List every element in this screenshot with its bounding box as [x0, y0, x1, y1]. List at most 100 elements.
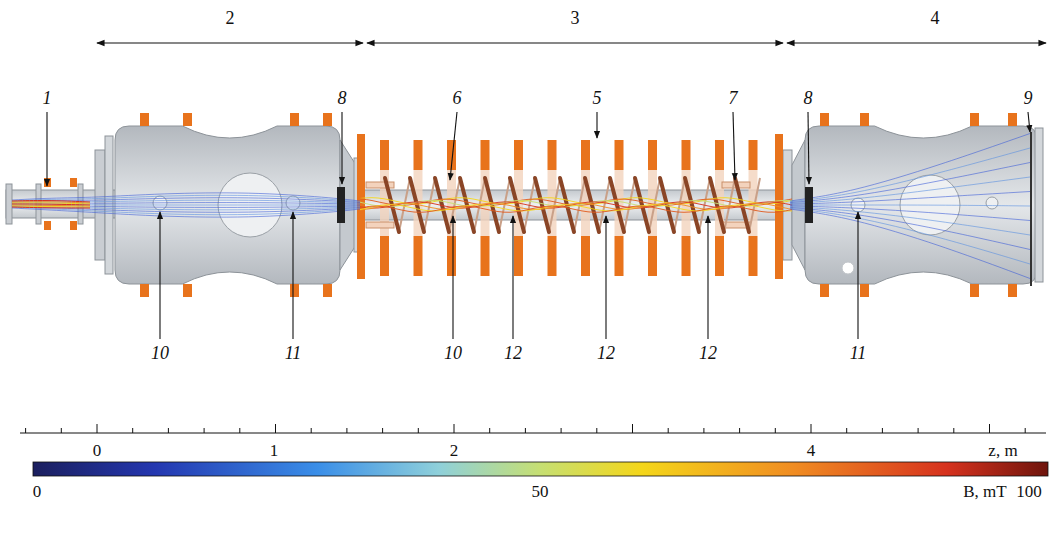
solenoid-coil	[548, 140, 557, 170]
axis-tick	[489, 428, 490, 433]
coil-plate	[366, 182, 394, 188]
axis-tick-label: 1	[270, 441, 279, 461]
axis-tick	[239, 428, 240, 433]
solenoid-coil	[715, 140, 724, 170]
helix-back	[599, 178, 610, 232]
z-axis	[20, 433, 1046, 434]
helix-turn	[685, 178, 699, 232]
solenoid-coil	[682, 236, 691, 276]
beam-line	[790, 206, 1030, 221]
leader-line	[46, 112, 47, 186]
beam-core	[12, 207, 90, 208]
axis-tick	[989, 424, 990, 433]
leader-line	[1028, 112, 1030, 132]
leader-line	[808, 112, 809, 184]
callout-number: 6	[453, 88, 462, 108]
beam-core	[12, 206, 90, 207]
chamber-coil	[970, 284, 979, 297]
beam-line	[790, 209, 1030, 279]
axis-tick	[561, 428, 562, 433]
axis-tick	[61, 428, 62, 433]
solenoid-coil	[749, 236, 758, 276]
axis-tick	[918, 428, 919, 433]
solenoid-coil	[615, 236, 624, 276]
solenoid-coil	[715, 236, 724, 276]
chamber-coil	[860, 113, 869, 126]
leader-line	[341, 112, 342, 184]
axis-tick	[275, 424, 276, 433]
chamber-coil	[970, 113, 979, 126]
solenoid-coil	[447, 236, 456, 276]
solenoid-coil	[380, 236, 389, 276]
beam-core	[12, 201, 90, 202]
axis-tick	[811, 424, 812, 433]
axis-tick	[132, 428, 133, 433]
callout-number: 7	[729, 88, 738, 108]
solenoid-coil	[749, 140, 758, 170]
chamber-coil	[290, 284, 299, 297]
chamber-coil	[290, 113, 299, 126]
callout-number: 10	[444, 343, 462, 363]
flange	[6, 184, 12, 224]
source-coil	[44, 221, 51, 230]
colorbar	[33, 462, 1048, 476]
flange	[1035, 128, 1043, 282]
chamber-coil	[323, 284, 332, 297]
helix-turn	[510, 178, 524, 232]
leader-line	[707, 216, 708, 339]
chamber-coil	[820, 284, 829, 297]
axis-tick	[311, 428, 312, 433]
chamber-coil	[183, 284, 192, 297]
leader-line	[292, 212, 293, 339]
axis-tick	[97, 424, 98, 433]
axis-tick	[25, 428, 26, 433]
port	[842, 262, 854, 274]
axis-tick	[846, 428, 847, 433]
chamber-coil	[1008, 284, 1017, 297]
chamber-coil	[860, 284, 869, 297]
solenoid-coil	[682, 140, 691, 170]
colorbar-label: 100	[1016, 482, 1042, 502]
callout-number: 8	[804, 88, 813, 108]
beam-line	[12, 195, 360, 202]
callout-number: 9	[1024, 88, 1033, 108]
beam-line	[12, 200, 360, 203]
leader-line	[857, 212, 858, 339]
callout-number: 11	[850, 343, 867, 363]
axis-tick-label: 2	[450, 441, 459, 461]
axis-tick	[632, 424, 633, 433]
solenoid-coil	[581, 236, 590, 276]
collector-screen	[1030, 132, 1032, 286]
chamber-coil	[183, 113, 192, 126]
beam-line	[12, 205, 360, 208]
beam-line	[12, 198, 360, 203]
section-number: 4	[931, 8, 940, 28]
solenoid-coil	[615, 140, 624, 170]
beam-line	[12, 208, 360, 217]
colorbar-title: B, mT	[963, 482, 1006, 502]
axis-tick	[668, 428, 669, 433]
leader-line	[605, 216, 606, 339]
solenoid-coil	[414, 236, 423, 276]
beam-core	[12, 202, 90, 203]
callout-number: 12	[699, 343, 717, 363]
beam-core	[12, 204, 90, 205]
solenoid-coil	[481, 236, 490, 276]
beam-line	[360, 206, 792, 212]
section-arrow	[97, 42, 363, 43]
leader-line	[159, 212, 160, 339]
beam-line	[790, 207, 1030, 249]
solenoid-coil	[481, 140, 490, 170]
leader-line	[450, 112, 457, 180]
callout-number: 11	[285, 343, 302, 363]
chamber-coil	[1008, 113, 1017, 126]
chamber-coil	[140, 284, 149, 297]
axis-tick-label: 0	[93, 441, 102, 461]
axis-tick	[346, 428, 347, 433]
section-number: 2	[226, 8, 235, 28]
axis-tick	[418, 428, 419, 433]
chamber-coil	[323, 113, 332, 126]
beam-line	[790, 192, 1030, 205]
callout-number: 12	[504, 343, 522, 363]
